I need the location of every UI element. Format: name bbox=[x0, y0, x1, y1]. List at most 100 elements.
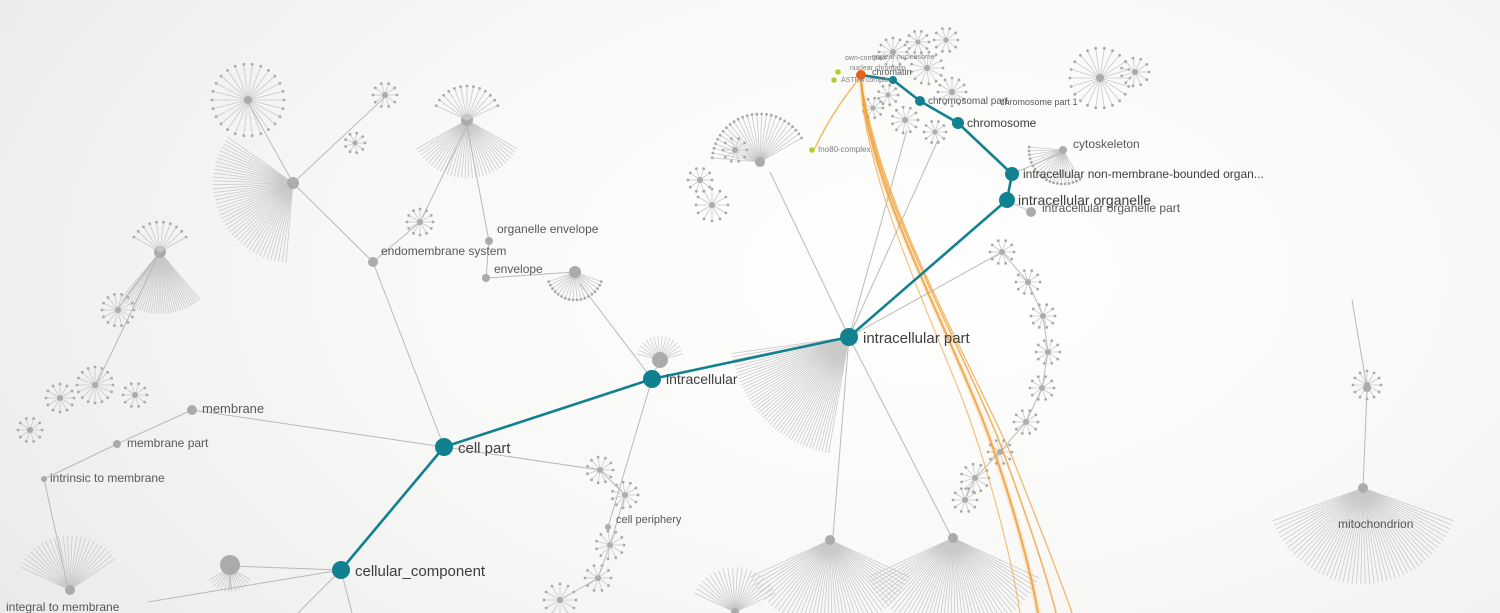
fan-spoke bbox=[466, 91, 486, 121]
term-label[interactable]: endomembrane system bbox=[381, 244, 506, 258]
label-intracellular[interactable]: intracellular bbox=[666, 371, 738, 387]
term-label[interactable]: cell periphery bbox=[616, 514, 682, 526]
fan-spoke bbox=[466, 119, 498, 171]
node-chromosomal_part[interactable] bbox=[915, 96, 925, 106]
fan-spoke bbox=[247, 91, 284, 101]
fan-tip-dot bbox=[1069, 68, 1073, 71]
label-intracellular_part[interactable]: intracellular part bbox=[863, 330, 971, 347]
fan-tip-dot bbox=[70, 389, 74, 393]
node-intracellular[interactable] bbox=[643, 370, 661, 388]
highlighted-term-dot[interactable] bbox=[835, 69, 841, 75]
label-chromosome[interactable]: chromosome bbox=[967, 116, 1037, 130]
term-label[interactable]: nuclear nucleosome bbox=[872, 54, 935, 61]
term-node-gray[interactable] bbox=[220, 555, 240, 575]
fan-spoke bbox=[750, 539, 831, 578]
fan-spoke bbox=[159, 251, 188, 308]
fan-spoke bbox=[129, 251, 161, 307]
label-chromosomal_part[interactable]: chromosomal part bbox=[928, 96, 1008, 107]
term-node-gray[interactable] bbox=[605, 524, 611, 530]
node-chromosome[interactable] bbox=[952, 117, 964, 129]
fan-spoke bbox=[1062, 149, 1081, 180]
fan-spoke bbox=[952, 537, 981, 613]
term-node-gray[interactable] bbox=[1026, 207, 1036, 217]
term-node-gray[interactable] bbox=[482, 274, 490, 282]
fan-tip-dot bbox=[560, 295, 563, 298]
term-label[interactable]: nuclear chromatin bbox=[850, 65, 906, 72]
fan-tip-dot bbox=[927, 82, 931, 86]
label-intracellular_nmb_organelle[interactable]: intracellular non-membrane-bounded organ… bbox=[1023, 167, 1264, 181]
fan-tip-dot bbox=[1050, 339, 1054, 342]
fan-tip-dot bbox=[879, 113, 883, 116]
fan-tip-dot bbox=[16, 428, 20, 432]
node-selected_term[interactable] bbox=[856, 70, 866, 80]
term-node-gray[interactable] bbox=[41, 476, 47, 482]
term-node-gray[interactable] bbox=[187, 405, 197, 415]
term-label[interactable]: membrane bbox=[202, 401, 264, 416]
graph-edge bbox=[609, 494, 626, 546]
fan-tip-dot bbox=[951, 498, 955, 502]
fan-spoke bbox=[1053, 149, 1064, 183]
term-node-gray[interactable] bbox=[368, 257, 378, 267]
term-label[interactable]: ASTRA complex bbox=[841, 77, 892, 84]
fan-spoke bbox=[466, 119, 488, 175]
fan-tip-dot bbox=[996, 262, 1000, 265]
label-cell_part[interactable]: cell part bbox=[458, 440, 511, 457]
fan-tip-dot bbox=[988, 457, 992, 461]
fan-spoke bbox=[829, 539, 890, 606]
fan-tip-dot bbox=[996, 239, 1000, 243]
fan-spoke bbox=[1362, 487, 1370, 584]
fan-spoke bbox=[808, 539, 831, 613]
term-label[interactable]: own-complex bbox=[845, 55, 887, 62]
highlighted-term-dot[interactable] bbox=[831, 77, 837, 83]
fan-spoke bbox=[1087, 77, 1101, 106]
fan-tip-dot bbox=[1034, 413, 1038, 417]
fan-tip-dot bbox=[971, 462, 975, 466]
term-label[interactable]: organelle envelope bbox=[497, 222, 599, 236]
node-intracellular_part[interactable] bbox=[840, 328, 858, 346]
label-chromatin[interactable]: chromatin bbox=[872, 67, 912, 77]
term-label[interactable]: intracellular organelle part bbox=[1042, 201, 1181, 215]
term-node-gray[interactable] bbox=[485, 237, 493, 245]
term-node-gray[interactable] bbox=[1363, 384, 1371, 392]
fan-tip-dot bbox=[629, 481, 632, 485]
fan-tip-dot bbox=[1139, 57, 1143, 61]
node-cellular_component[interactable] bbox=[332, 561, 350, 579]
term-label[interactable]: cytoskeleton bbox=[1073, 137, 1140, 151]
fan-spoke bbox=[759, 120, 786, 163]
fan-tip-dot bbox=[913, 77, 917, 80]
fan-tip-dot bbox=[1056, 357, 1060, 361]
term-label[interactable]: intrinsic to membrane bbox=[50, 471, 165, 485]
term-label[interactable]: chromosome part 1 bbox=[1000, 97, 1078, 107]
label-intracellular_organelle[interactable]: intracellular organelle bbox=[1018, 192, 1151, 208]
fan-tip-dot bbox=[702, 167, 706, 171]
term-label[interactable]: integral to membrane bbox=[6, 600, 120, 613]
term-label[interactable]: mitochondrion bbox=[1338, 517, 1413, 531]
fan-spoke bbox=[940, 537, 954, 613]
fan-tip-dot bbox=[888, 103, 892, 107]
fan-spoke bbox=[800, 539, 831, 613]
fan-spoke bbox=[281, 182, 294, 263]
term-node-gray[interactable] bbox=[113, 440, 121, 448]
node-cell_part[interactable] bbox=[435, 438, 453, 456]
fan-spoke bbox=[227, 182, 294, 229]
fan-spoke bbox=[890, 537, 954, 610]
node-intracellular_nmb_organelle[interactable] bbox=[1005, 167, 1019, 181]
label-cellular_component[interactable]: cellular_component bbox=[355, 563, 486, 580]
node-intracellular_organelle[interactable] bbox=[999, 192, 1015, 208]
fan-tip-dot bbox=[596, 455, 600, 459]
cluster-center-dot bbox=[943, 37, 949, 43]
fan-tip-dot bbox=[1028, 409, 1032, 412]
term-label[interactable]: envelope bbox=[494, 262, 543, 276]
term-label[interactable]: membrane part bbox=[127, 436, 209, 450]
graph-edge bbox=[96, 251, 161, 384]
fan-tip-dot bbox=[919, 81, 923, 85]
fan-tip-dot bbox=[609, 475, 613, 479]
fan-spoke bbox=[69, 542, 99, 591]
highlighted-term-dot[interactable] bbox=[809, 147, 815, 153]
fan-tip-dot bbox=[948, 27, 952, 30]
node-chromatin[interactable] bbox=[889, 76, 897, 84]
term-label[interactable]: Ino80-complex bbox=[818, 145, 870, 154]
fan-tip-dot bbox=[745, 148, 749, 152]
